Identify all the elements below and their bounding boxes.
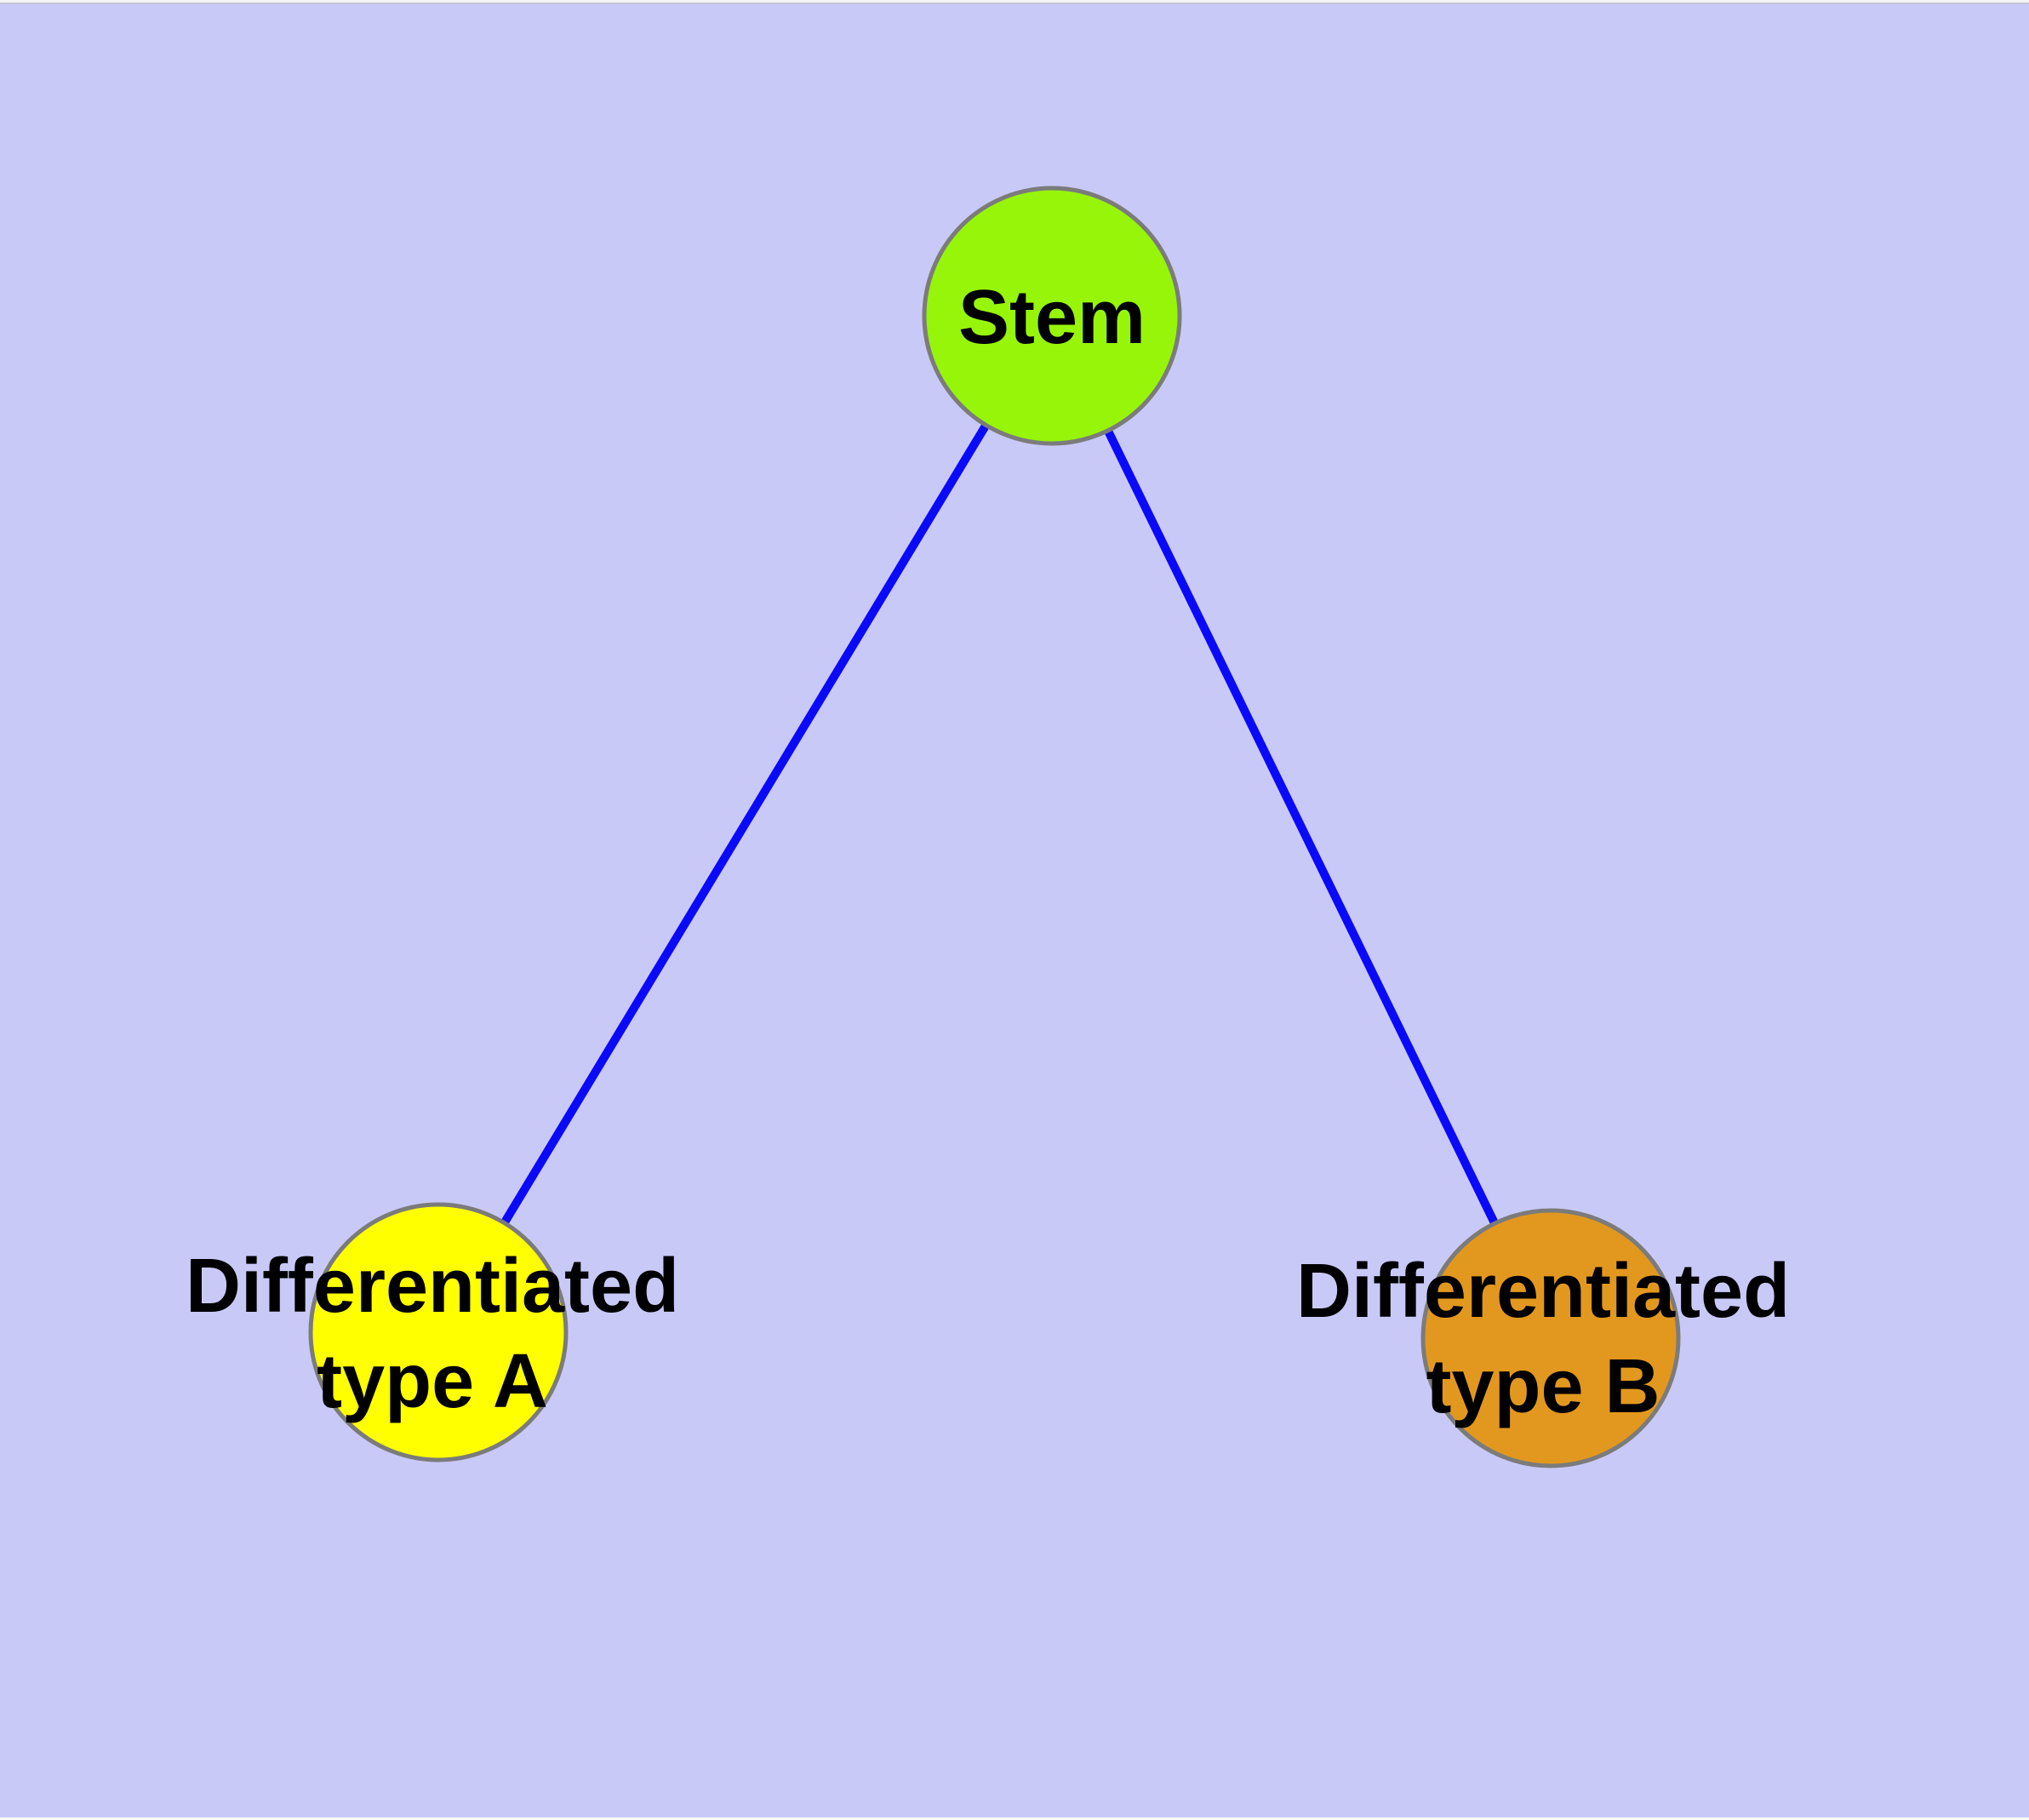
node-stem-circle[interactable] <box>922 186 1182 446</box>
node-type-a-circle[interactable] <box>308 1202 569 1462</box>
edge-stem-to-type-a <box>434 313 1056 1335</box>
node-type-b-circle[interactable] <box>1420 1208 1681 1468</box>
edge-stem-to-type-b <box>1048 313 1555 1341</box>
